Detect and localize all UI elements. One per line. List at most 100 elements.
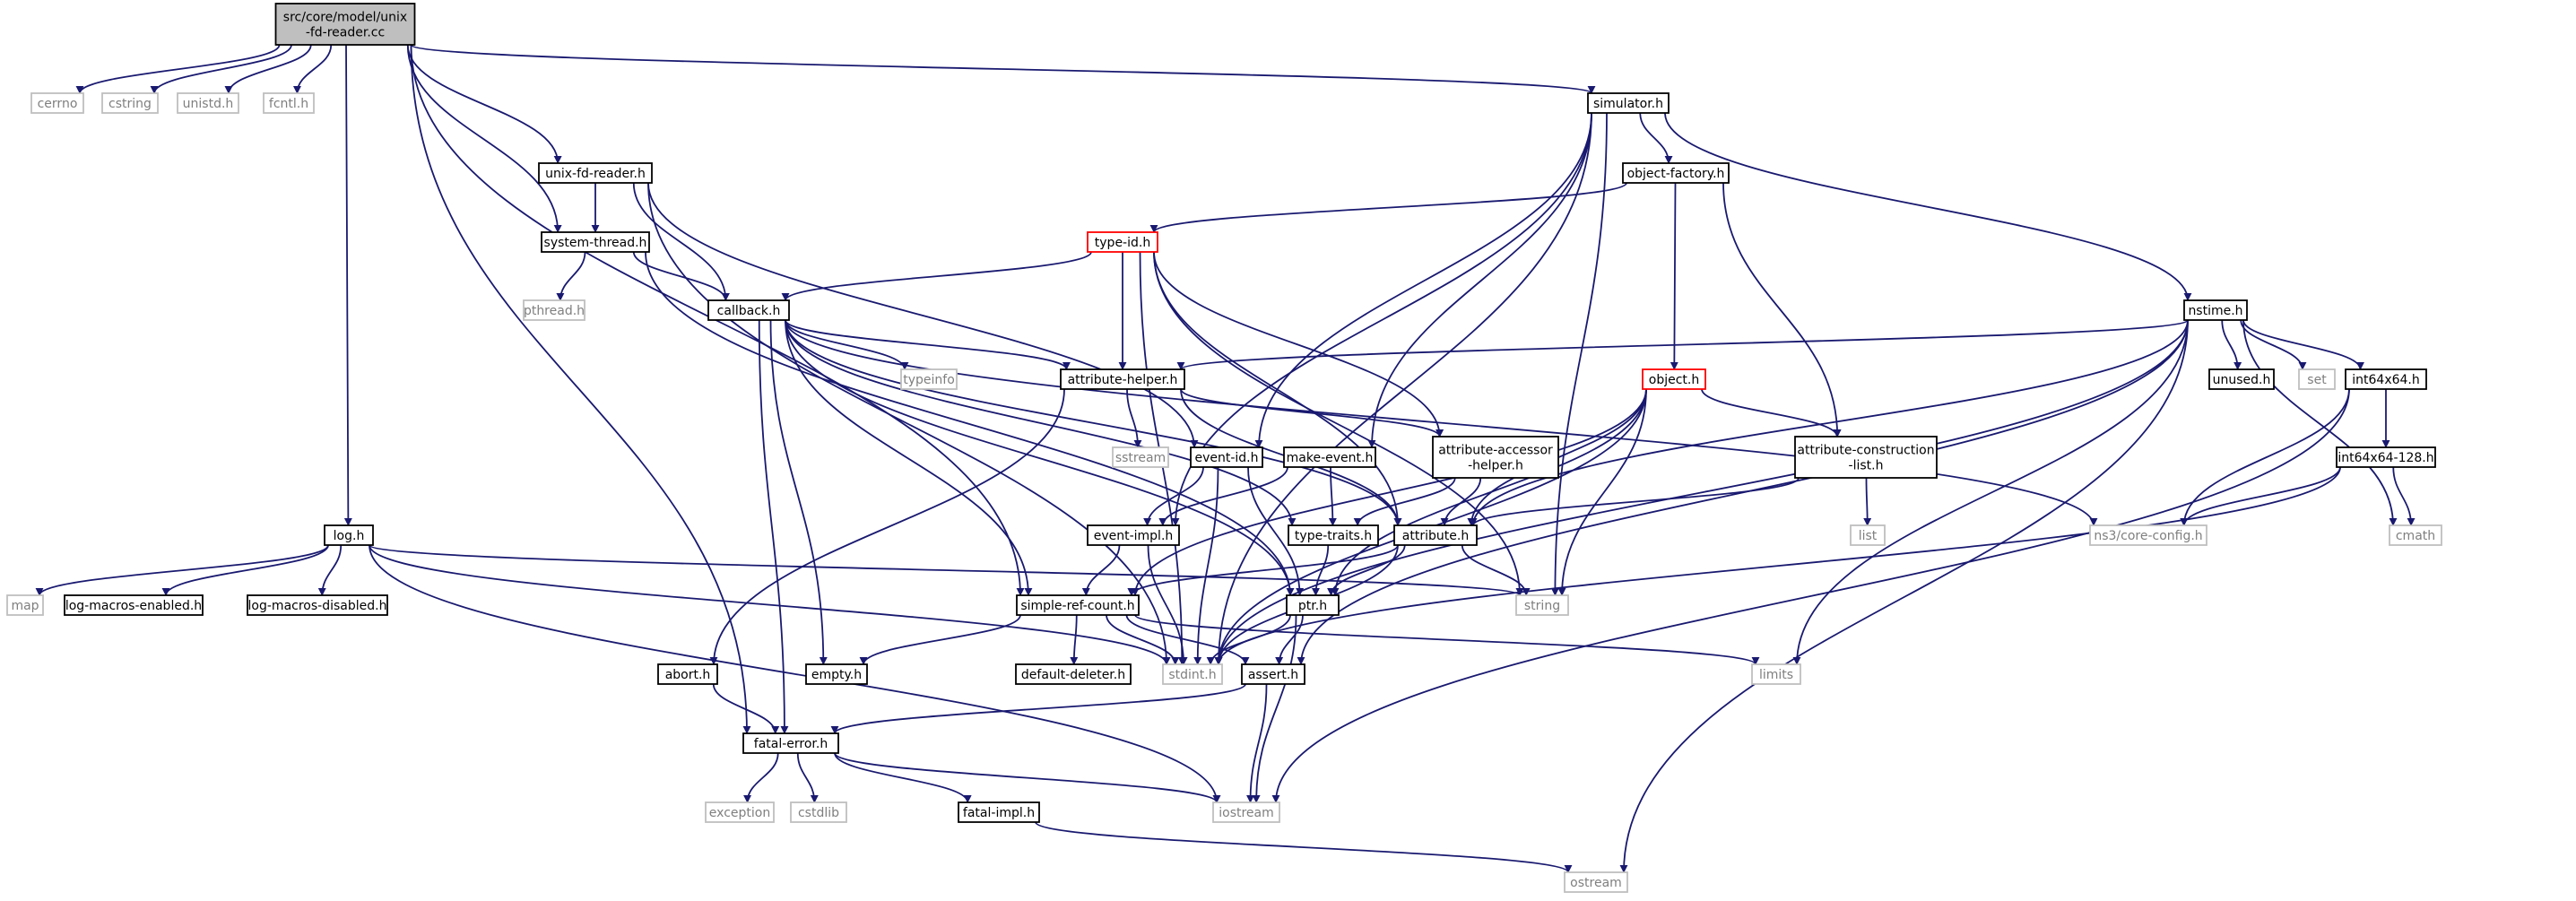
node-unixfd-box bbox=[538, 162, 653, 184]
node-list: list bbox=[1850, 524, 1886, 546]
edge-systhread-to-ptr bbox=[645, 251, 1295, 596]
edge-attrhelper-to-abort bbox=[709, 388, 1065, 665]
node-logen[interactable]: log-macros-enabled.h bbox=[64, 594, 204, 616]
node-limits: limits bbox=[1751, 663, 1801, 685]
node-eventimpl[interactable]: event-impl.h bbox=[1087, 524, 1180, 546]
node-abort[interactable]: abort.h bbox=[657, 663, 718, 685]
node-attribute-box bbox=[1393, 524, 1478, 546]
node-ptr-box bbox=[1286, 594, 1340, 616]
node-logen-label: log-macros-enabled.h bbox=[65, 599, 202, 613]
node-ptr-label: ptr.h bbox=[1298, 599, 1327, 613]
node-list-box bbox=[1850, 524, 1886, 546]
node-ptr[interactable]: ptr.h bbox=[1286, 594, 1340, 616]
node-cmath-box bbox=[2389, 524, 2442, 546]
node-simulator-box bbox=[1587, 92, 1670, 114]
node-exception: exception bbox=[705, 801, 775, 823]
edge-callback-to-empty bbox=[769, 319, 828, 665]
node-eventid[interactable]: event-id.h bbox=[1190, 446, 1263, 468]
edge-callback-to-typeinfo bbox=[785, 319, 909, 370]
edge-assert-to-fatalerror bbox=[830, 683, 1246, 734]
node-simplerc[interactable]: simple-ref-count.h bbox=[1016, 594, 1140, 616]
node-fatalimpl[interactable]: fatal-impl.h bbox=[958, 801, 1040, 823]
node-int64x64[interactable]: int64x64.h bbox=[2345, 368, 2427, 390]
edge-attrconstr-to-attribute bbox=[1469, 477, 1800, 526]
node-exception-label: exception bbox=[709, 806, 770, 820]
node-fatalerror[interactable]: fatal-error.h bbox=[742, 732, 839, 754]
node-unixfd-label: unix-fd-reader.h bbox=[545, 167, 646, 181]
edge-attraccessor-to-typetraits bbox=[1353, 477, 1456, 526]
node-pthread-box bbox=[523, 299, 585, 321]
node-unused-label: unused.h bbox=[2213, 373, 2271, 387]
node-unixfd[interactable]: unix-fd-reader.h bbox=[538, 162, 653, 184]
node-objfactory-label: object-factory.h bbox=[1627, 167, 1725, 181]
node-nstime[interactable]: nstime.h bbox=[2183, 299, 2248, 321]
edge-ptr-to-iostream bbox=[1252, 614, 1297, 803]
edge-int64x64-to-coreconfig bbox=[2180, 388, 2350, 526]
node-fcntl-box bbox=[263, 92, 315, 114]
node-string-box bbox=[1515, 594, 1569, 616]
node-typeid-label: type-id.h bbox=[1095, 236, 1150, 250]
node-objfactory[interactable]: object-factory.h bbox=[1622, 162, 1730, 184]
node-attribute[interactable]: attribute.h bbox=[1393, 524, 1478, 546]
node-makeevent[interactable]: make-event.h bbox=[1283, 446, 1376, 468]
edge-callback-to-attribute bbox=[785, 319, 1402, 526]
edge-attraccessor-to-attribute bbox=[1440, 477, 1482, 526]
edge-root-to-simulator bbox=[410, 44, 1596, 94]
edge-attrhelper-to-attraccessor bbox=[1180, 388, 1444, 438]
node-typeinfo: typeinfo bbox=[900, 368, 958, 390]
node-typetraits[interactable]: type-traits.h bbox=[1288, 524, 1379, 546]
edge-objfactory-to-typeid bbox=[1149, 182, 1627, 233]
node-unused[interactable]: unused.h bbox=[2208, 368, 2275, 390]
node-sstream-label: sstream bbox=[1115, 451, 1166, 465]
node-cstring-box bbox=[101, 92, 159, 114]
node-int64x64-label: int64x64.h bbox=[2352, 373, 2420, 387]
node-empty[interactable]: empty.h bbox=[805, 663, 868, 685]
edge-nstime-to-stdint bbox=[1214, 319, 2189, 665]
node-cstring: cstring bbox=[101, 92, 159, 114]
edge-simplerc-to-assert bbox=[1125, 614, 1250, 665]
node-ostream: ostream bbox=[1564, 871, 1628, 893]
node-fcntl: fcntl.h bbox=[263, 92, 315, 114]
node-ostream-box bbox=[1564, 871, 1628, 893]
edge-simplerc-to-stdint bbox=[1106, 614, 1180, 665]
node-attrconstr[interactable]: attribute-construction-list.h bbox=[1794, 436, 1938, 479]
edge-root-to-fatalerror bbox=[410, 44, 751, 734]
edge-attribute-to-simplerc bbox=[1127, 544, 1399, 596]
edge-systhread-to-pthread bbox=[556, 251, 586, 301]
edge-fatalerror-to-iostream bbox=[834, 752, 1221, 803]
node-stdint-label: stdint.h bbox=[1168, 668, 1216, 682]
node-int64x64-box bbox=[2345, 368, 2427, 390]
node-root[interactable]: src/core/model/unix-fd-reader.cc bbox=[274, 3, 416, 46]
node-object[interactable]: object.h bbox=[1642, 368, 1706, 390]
edge-simulator-to-nstime bbox=[1664, 112, 2192, 301]
node-attraccessor[interactable]: attribute-accessor-helper.h bbox=[1432, 436, 1559, 479]
node-limits-box bbox=[1751, 663, 1801, 685]
node-sstream: sstream bbox=[1112, 446, 1169, 468]
edges-layer bbox=[35, 44, 2416, 873]
node-simulator[interactable]: simulator.h bbox=[1587, 92, 1670, 114]
edge-log-to-iostream bbox=[369, 544, 1221, 803]
node-attrhelper[interactable]: attribute-helper.h bbox=[1060, 368, 1185, 390]
node-typetraits-label: type-traits.h bbox=[1295, 529, 1372, 543]
node-eventimpl-label: event-impl.h bbox=[1094, 529, 1174, 543]
node-exception-box bbox=[705, 801, 775, 823]
node-typeid[interactable]: type-id.h bbox=[1087, 231, 1158, 253]
node-assert[interactable]: assert.h bbox=[1241, 663, 1305, 685]
node-systhread[interactable]: system-thread.h bbox=[541, 231, 650, 253]
node-int128[interactable]: int64x64-128.h bbox=[2336, 446, 2436, 468]
node-callback[interactable]: callback.h bbox=[707, 299, 790, 321]
node-eventimpl-box bbox=[1087, 524, 1180, 546]
node-cmath-label: cmath bbox=[2396, 529, 2435, 543]
node-logdis[interactable]: log-macros-disabled.h bbox=[247, 594, 388, 616]
edge-makeevent-to-eventimpl bbox=[1158, 466, 1288, 526]
edge-nstime-to-set bbox=[2240, 319, 2307, 370]
edge-simulator-to-eventid bbox=[1254, 112, 1592, 448]
node-log[interactable]: log.h bbox=[324, 524, 374, 546]
edge-attribute-to-string bbox=[1461, 544, 1531, 596]
edge-int128-to-cmath bbox=[2392, 466, 2416, 526]
node-eventid-box bbox=[1190, 446, 1263, 468]
node-defdeleter[interactable]: default-deleter.h bbox=[1015, 663, 1132, 685]
node-systhread-box bbox=[541, 231, 650, 253]
edge-simulator-to-stdint bbox=[1214, 112, 1592, 665]
edge-ptr-to-assert bbox=[1275, 614, 1304, 665]
